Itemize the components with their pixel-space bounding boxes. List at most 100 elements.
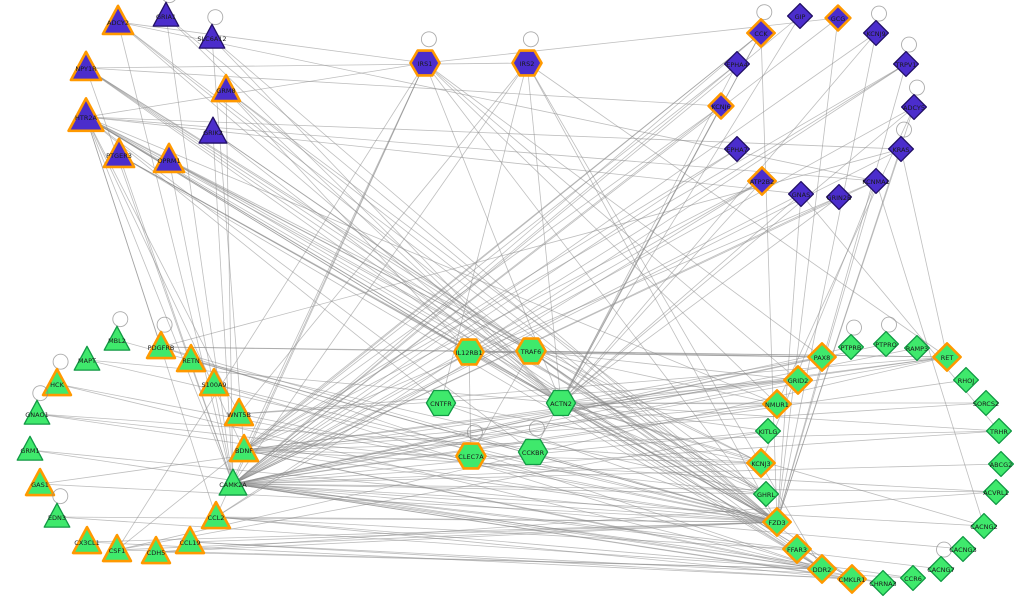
node-CCL2[interactable]: CCL2 <box>200 500 232 530</box>
self-loop-GRIA1 <box>162 0 176 4</box>
diamond-node-shape <box>782 534 812 564</box>
triangle-node-shape <box>228 433 260 463</box>
edge-CAMK2A-ABCG2 <box>232 463 1002 485</box>
edge-IRS2-CNTFR <box>440 62 528 404</box>
node-IL12RB1[interactable]: IL12RB1 <box>453 338 485 366</box>
self-loop-EDN3 <box>52 488 69 505</box>
diamond-node-shape <box>899 564 927 592</box>
node-MBL2[interactable]: MBL2 <box>103 311 131 351</box>
node-EPHA4[interactable]: EPHA4 <box>723 50 751 78</box>
edge-HTR2A-CNTFR <box>85 116 442 404</box>
hexagon-node-shape <box>455 442 487 470</box>
node-TRHR[interactable]: TRHR <box>985 417 1013 445</box>
diamond-node-shape <box>807 554 837 584</box>
edge-SLC6A12-FZD3 <box>211 37 778 523</box>
node-SLC6A12[interactable]: SLC6A12 <box>197 9 227 49</box>
node-RET[interactable]: RET <box>932 342 962 372</box>
node-ADCY2[interactable]: ADCY2 <box>101 4 135 36</box>
diamond-node-shape <box>892 50 920 78</box>
triangle-node-shape <box>174 525 206 555</box>
edge-RETN-GHRL <box>190 359 767 495</box>
node-TRPV1[interactable]: TRPV1 <box>892 36 920 78</box>
edge-HTR2A-GNAS <box>85 116 802 195</box>
edge-CSF1-FZD3 <box>116 521 778 551</box>
node-KCNJ3[interactable]: KCNJ3 <box>746 448 776 478</box>
triangle-node-shape <box>101 533 133 563</box>
edge-OPRM1-TRAF6 <box>168 159 532 352</box>
edge-HTR2A-KRAS <box>85 116 902 150</box>
edge-KCNMA1-CAMK2A <box>232 180 877 485</box>
node-ABCG2[interactable]: ABCG2 <box>987 450 1015 478</box>
node-NPY1R[interactable]: NPY1R <box>69 50 103 82</box>
edge-RETN-FZD3 <box>190 359 778 523</box>
edge-MAPT-FZD3 <box>86 359 778 523</box>
node-KCNMA1[interactable]: KCNMA1 <box>862 167 890 195</box>
diamond-node-shape <box>872 330 900 358</box>
self-loop-MBL2 <box>112 311 129 328</box>
node-CACNG2[interactable]: CACNG2 <box>970 512 998 540</box>
edge-TRAF6-NMUR1 <box>530 350 778 405</box>
edge-TRAF6-GRID2 <box>530 350 799 381</box>
triangle-node-shape <box>198 367 230 397</box>
node-GRM1[interactable]: GRM1 <box>16 435 44 461</box>
node-GRIK2[interactable]: GRIK2 <box>198 116 228 144</box>
node-OPRM1[interactable]: OPRM1 <box>152 142 186 174</box>
edge-MAPT-ACTN2 <box>86 359 562 404</box>
edge-WNT5B-RET <box>238 356 948 415</box>
node-GIP[interactable]: GIP <box>786 2 814 30</box>
node-CMKLR1[interactable]: CMKLR1 <box>837 564 867 594</box>
node-SORCS2[interactable]: SORCS2 <box>973 389 999 417</box>
node-IRS1[interactable]: IRS1 <box>409 31 441 77</box>
node-KITLG[interactable]: KITLG <box>754 417 782 445</box>
node-KRAS[interactable]: KRAS <box>887 121 915 163</box>
self-loop-CLEC7A <box>466 424 483 441</box>
self-loop-IRS2 <box>522 31 539 48</box>
edge-EDN3-FZD3 <box>56 516 778 523</box>
node-DDR2[interactable]: DDR2 <box>807 554 837 584</box>
edge-CAMK2A-TRHR <box>232 430 1000 485</box>
node-ACTN2[interactable]: ACTN2 <box>545 389 577 417</box>
edge-KRAS-CAMK2A <box>232 148 902 485</box>
self-loop-PTPRB <box>846 319 862 336</box>
node-IRS2[interactable]: IRS2 <box>511 31 543 77</box>
diamond-node-shape <box>869 569 897 597</box>
node-RHOJ[interactable]: RHOJ <box>952 366 980 394</box>
node-CHRNA3[interactable]: CHRNA3 <box>869 569 897 597</box>
edge-CCK-CSF1 <box>116 32 762 551</box>
edge-CDH5-DDR2 <box>155 551 823 570</box>
edge-NPY1R-CAMK2A <box>85 67 234 485</box>
node-GAS1[interactable]: GAS1 <box>24 467 56 497</box>
edge-GCG-IRS1 <box>424 17 839 64</box>
triangle-node-shape <box>71 525 103 555</box>
diamond-node-shape <box>762 507 792 537</box>
edge-CAMK2A-ACVRL1 <box>232 483 997 493</box>
self-loop-KRAS <box>896 121 912 138</box>
diamond-node-shape <box>862 167 890 195</box>
node-ADCY5[interactable]: ADCY5 <box>900 79 928 121</box>
edge-IRS1-GRID2 <box>424 62 799 381</box>
node-CACNG3[interactable]: CACNG3 <box>949 535 977 563</box>
edge-TRAF6-CLEC7A <box>470 350 532 457</box>
triangle-node-shape <box>73 345 101 371</box>
diamond-node-shape <box>786 2 814 30</box>
diamond-node-shape <box>754 417 782 445</box>
node-CCR6[interactable]: CCR6 <box>899 564 927 592</box>
node-HCK[interactable]: HCK <box>41 353 73 397</box>
node-GCG[interactable]: GCG <box>824 4 852 32</box>
edge-BDNF-TRHR <box>243 430 1000 451</box>
node-TRAF6[interactable]: TRAF6 <box>515 337 547 365</box>
node-PDGFRB[interactable]: PDGFRB <box>145 316 177 360</box>
node-MAPT[interactable]: MAPT <box>73 345 101 371</box>
node-CX3CL1[interactable]: CX3CL1 <box>71 525 103 555</box>
node-ACVRL1[interactable]: ACVRL1 <box>982 478 1010 506</box>
hexagon-node-shape <box>515 337 547 365</box>
edge-GRIA1-CAMK2A <box>165 15 234 485</box>
node-CNTFR[interactable]: CNTFR <box>425 389 457 417</box>
node-GRIA1[interactable]: GRIA1 <box>152 0 180 27</box>
node-PTPRO[interactable]: PTPRO <box>872 316 900 358</box>
node-GRIN2B[interactable]: GRIN2B <box>825 183 853 211</box>
node-S100A9[interactable]: S100A9 <box>198 367 230 397</box>
triangle-node-shape <box>101 4 135 36</box>
node-GNAS[interactable]: GNAS <box>787 180 815 208</box>
